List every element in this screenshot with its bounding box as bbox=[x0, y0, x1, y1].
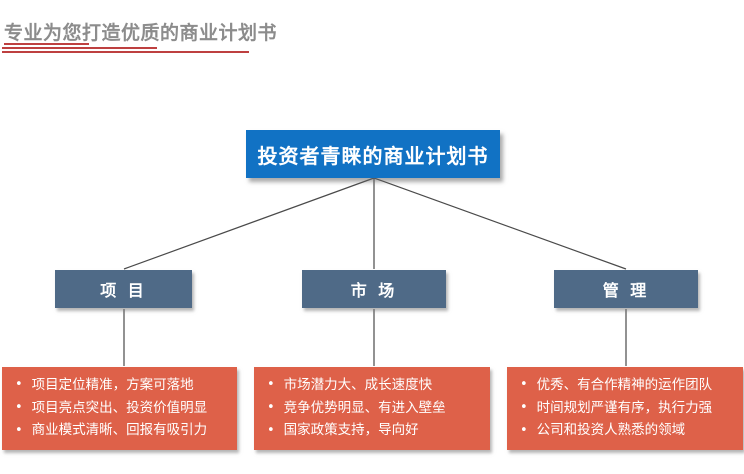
title-underline-short bbox=[4, 43, 89, 45]
bullet-icon: • bbox=[15, 377, 23, 393]
list-item-text: 项目定位精准，方案可落地 bbox=[31, 377, 194, 394]
bullet-icon: • bbox=[15, 400, 23, 416]
bullet-icon: • bbox=[520, 422, 528, 438]
root-node-business-plan: 投资者青睐的商业计划书 bbox=[246, 130, 500, 178]
detail-box-market: • 市场潜力大、成长速度快 • 竞争优势明显、有进入壁垒 • 国家政策支持，导向… bbox=[254, 367, 490, 450]
list-item: • 时间规划严谨有序，执行力强 bbox=[517, 399, 737, 417]
title-underline-long bbox=[2, 51, 249, 53]
list-item: • 竞争优势明显、有进入壁垒 bbox=[264, 399, 484, 417]
branch-node-management: 管 理 bbox=[554, 270, 698, 308]
list-item-text: 优秀、有合作精神的运作团队 bbox=[536, 377, 713, 394]
bullet-icon: • bbox=[520, 377, 528, 393]
list-item: • 项目定位精准，方案可落地 bbox=[12, 377, 231, 394]
page-title: 专业为您打造优质的商业计划书 bbox=[4, 22, 278, 44]
list-item-text: 竞争优势明显、有进入壁垒 bbox=[283, 399, 446, 416]
list-item: • 市场潜力大、成长速度快 bbox=[264, 377, 484, 394]
bullet-icon: • bbox=[520, 400, 528, 416]
branch-node-market: 市 场 bbox=[302, 270, 446, 308]
list-item-text: 市场潜力大、成长速度快 bbox=[283, 377, 433, 394]
list-item: • 国家政策支持，导向好 bbox=[264, 423, 484, 439]
bullet-icon: • bbox=[15, 422, 23, 438]
bullet-icon: • bbox=[267, 422, 275, 438]
list-item-text: 项目亮点突出、投资价值明显 bbox=[31, 399, 208, 416]
list-item: • 项目亮点突出、投资价值明显 bbox=[12, 399, 231, 417]
detail-box-project: • 项目定位精准，方案可落地 • 项目亮点突出、投资价值明显 • 商业模式清晰、… bbox=[2, 367, 237, 450]
list-item-text: 国家政策支持，导向好 bbox=[283, 422, 419, 439]
list-item: • 商业模式清晰、回报有吸引力 bbox=[12, 423, 231, 439]
title-underline-medium bbox=[2, 47, 157, 49]
detail-box-management: • 优秀、有合作精神的运作团队 • 时间规划严谨有序，执行力强 • 公司和投资人… bbox=[507, 367, 743, 450]
bullet-icon: • bbox=[267, 400, 275, 416]
list-item-text: 时间规划严谨有序，执行力强 bbox=[536, 399, 713, 416]
list-item-text: 公司和投资人熟悉的领域 bbox=[536, 422, 686, 439]
list-item: • 公司和投资人熟悉的领域 bbox=[517, 423, 737, 439]
list-item-text: 商业模式清晰、回报有吸引力 bbox=[31, 422, 208, 439]
list-item: • 优秀、有合作精神的运作团队 bbox=[517, 377, 737, 394]
bullet-icon: • bbox=[267, 377, 275, 393]
branch-node-project: 项 目 bbox=[55, 270, 192, 308]
